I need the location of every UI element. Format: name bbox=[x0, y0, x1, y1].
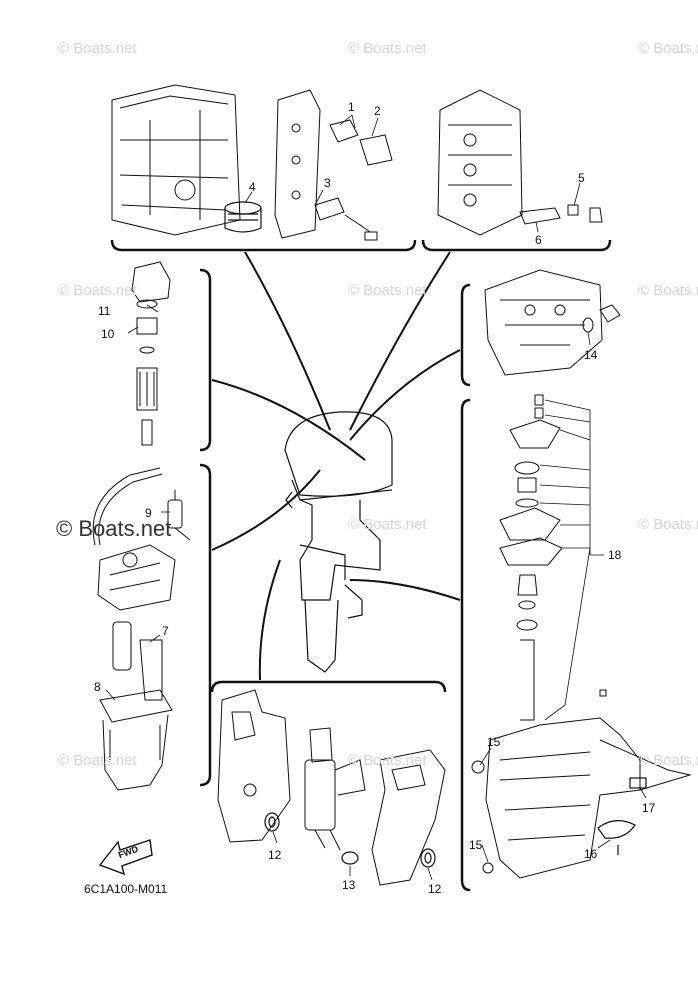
callout-8: 8 bbox=[94, 680, 101, 694]
trim-tab-16 bbox=[597, 820, 636, 855]
tilt-cylinder bbox=[304, 727, 366, 851]
watermark-11: © Boats.net bbox=[638, 752, 698, 769]
separator-bowl-8 bbox=[99, 689, 173, 791]
watermark-8: © Boats.net bbox=[638, 516, 698, 533]
watermark-main: © Boats.net bbox=[56, 516, 172, 541]
callout-12-right: 12 bbox=[428, 882, 442, 896]
leader-top-right bbox=[349, 251, 451, 431]
diagram-code: 6C1A100-M011 bbox=[84, 882, 168, 896]
clamp-bracket-right bbox=[371, 749, 446, 886]
watermark-9: © Boats.net bbox=[58, 752, 137, 769]
callout-10: 10 bbox=[101, 327, 115, 341]
exhaust-guide-housing bbox=[484, 269, 621, 376]
outboard-motor-outline bbox=[284, 411, 393, 673]
callout-9: 9 bbox=[145, 506, 152, 520]
callout-17: 17 bbox=[642, 801, 656, 815]
bracket-right-lower bbox=[460, 398, 471, 892]
leader-bottom bbox=[258, 559, 281, 681]
watermark-3: © Boats.net bbox=[638, 40, 698, 57]
bracket-right-upper bbox=[460, 283, 471, 387]
anode-12a bbox=[264, 812, 280, 832]
fuel-filter-assy bbox=[131, 261, 171, 446]
engine-block-left bbox=[111, 84, 241, 236]
leader-left-lower bbox=[211, 469, 321, 551]
leader-top-left bbox=[244, 251, 331, 431]
clamp-bracket-left bbox=[217, 689, 291, 843]
watermark-10: © Boats.net bbox=[348, 752, 427, 769]
lower-unit-gearcase bbox=[471, 689, 692, 879]
callout-16: 16 bbox=[584, 847, 598, 861]
anode-13 bbox=[341, 851, 359, 865]
thermostat-housing bbox=[274, 89, 393, 241]
cylinder-head bbox=[437, 89, 603, 236]
fuel-hose-loop bbox=[92, 467, 163, 546]
fuel-filter-9 bbox=[167, 490, 191, 541]
watermark-1: © Boats.net bbox=[58, 40, 137, 57]
leader-right-upper bbox=[349, 349, 461, 441]
callout-leaders bbox=[105, 114, 647, 881]
callout-18: 18 bbox=[608, 548, 622, 562]
water-pump-stack bbox=[499, 394, 563, 721]
callout-4: 4 bbox=[249, 180, 256, 194]
fuel-pump-7 bbox=[112, 621, 163, 701]
callout-15-upper: 15 bbox=[487, 735, 501, 749]
leader-left-upper bbox=[211, 379, 366, 461]
callout-13: 13 bbox=[342, 878, 356, 892]
oil-filter-part bbox=[224, 201, 262, 233]
anode-17 bbox=[629, 777, 647, 789]
bracket-left-lower bbox=[199, 463, 212, 787]
bracket-left-upper bbox=[199, 268, 212, 452]
vapor-separator-top bbox=[97, 544, 176, 611]
callout-3: 3 bbox=[324, 176, 331, 190]
bracket-bottom bbox=[210, 680, 447, 693]
anode-12b bbox=[420, 848, 436, 868]
bracket-top-left bbox=[110, 239, 417, 252]
watermark-4: © Boats.net bbox=[58, 282, 137, 299]
callout-6: 6 bbox=[535, 233, 542, 247]
callout-7: 7 bbox=[162, 624, 169, 638]
callout-12-left: 12 bbox=[268, 848, 282, 862]
fwd-arrow-shape bbox=[98, 839, 153, 876]
callout-11: 11 bbox=[98, 304, 111, 318]
watermark-2: © Boats.net bbox=[348, 40, 427, 57]
leader-right-lower bbox=[349, 579, 461, 601]
callout-14: 14 bbox=[584, 348, 598, 362]
watermark-5: © Boats.net bbox=[348, 282, 427, 299]
callout-15-lower: 15 bbox=[469, 838, 483, 852]
watermark-7: © Boats.net bbox=[348, 516, 427, 533]
callout-2: 2 bbox=[374, 104, 381, 118]
callout-1: 1 bbox=[348, 100, 355, 114]
bracket-top-right bbox=[421, 239, 612, 252]
callout-5: 5 bbox=[578, 171, 585, 185]
watermark-6: © Boats.net bbox=[638, 282, 698, 299]
